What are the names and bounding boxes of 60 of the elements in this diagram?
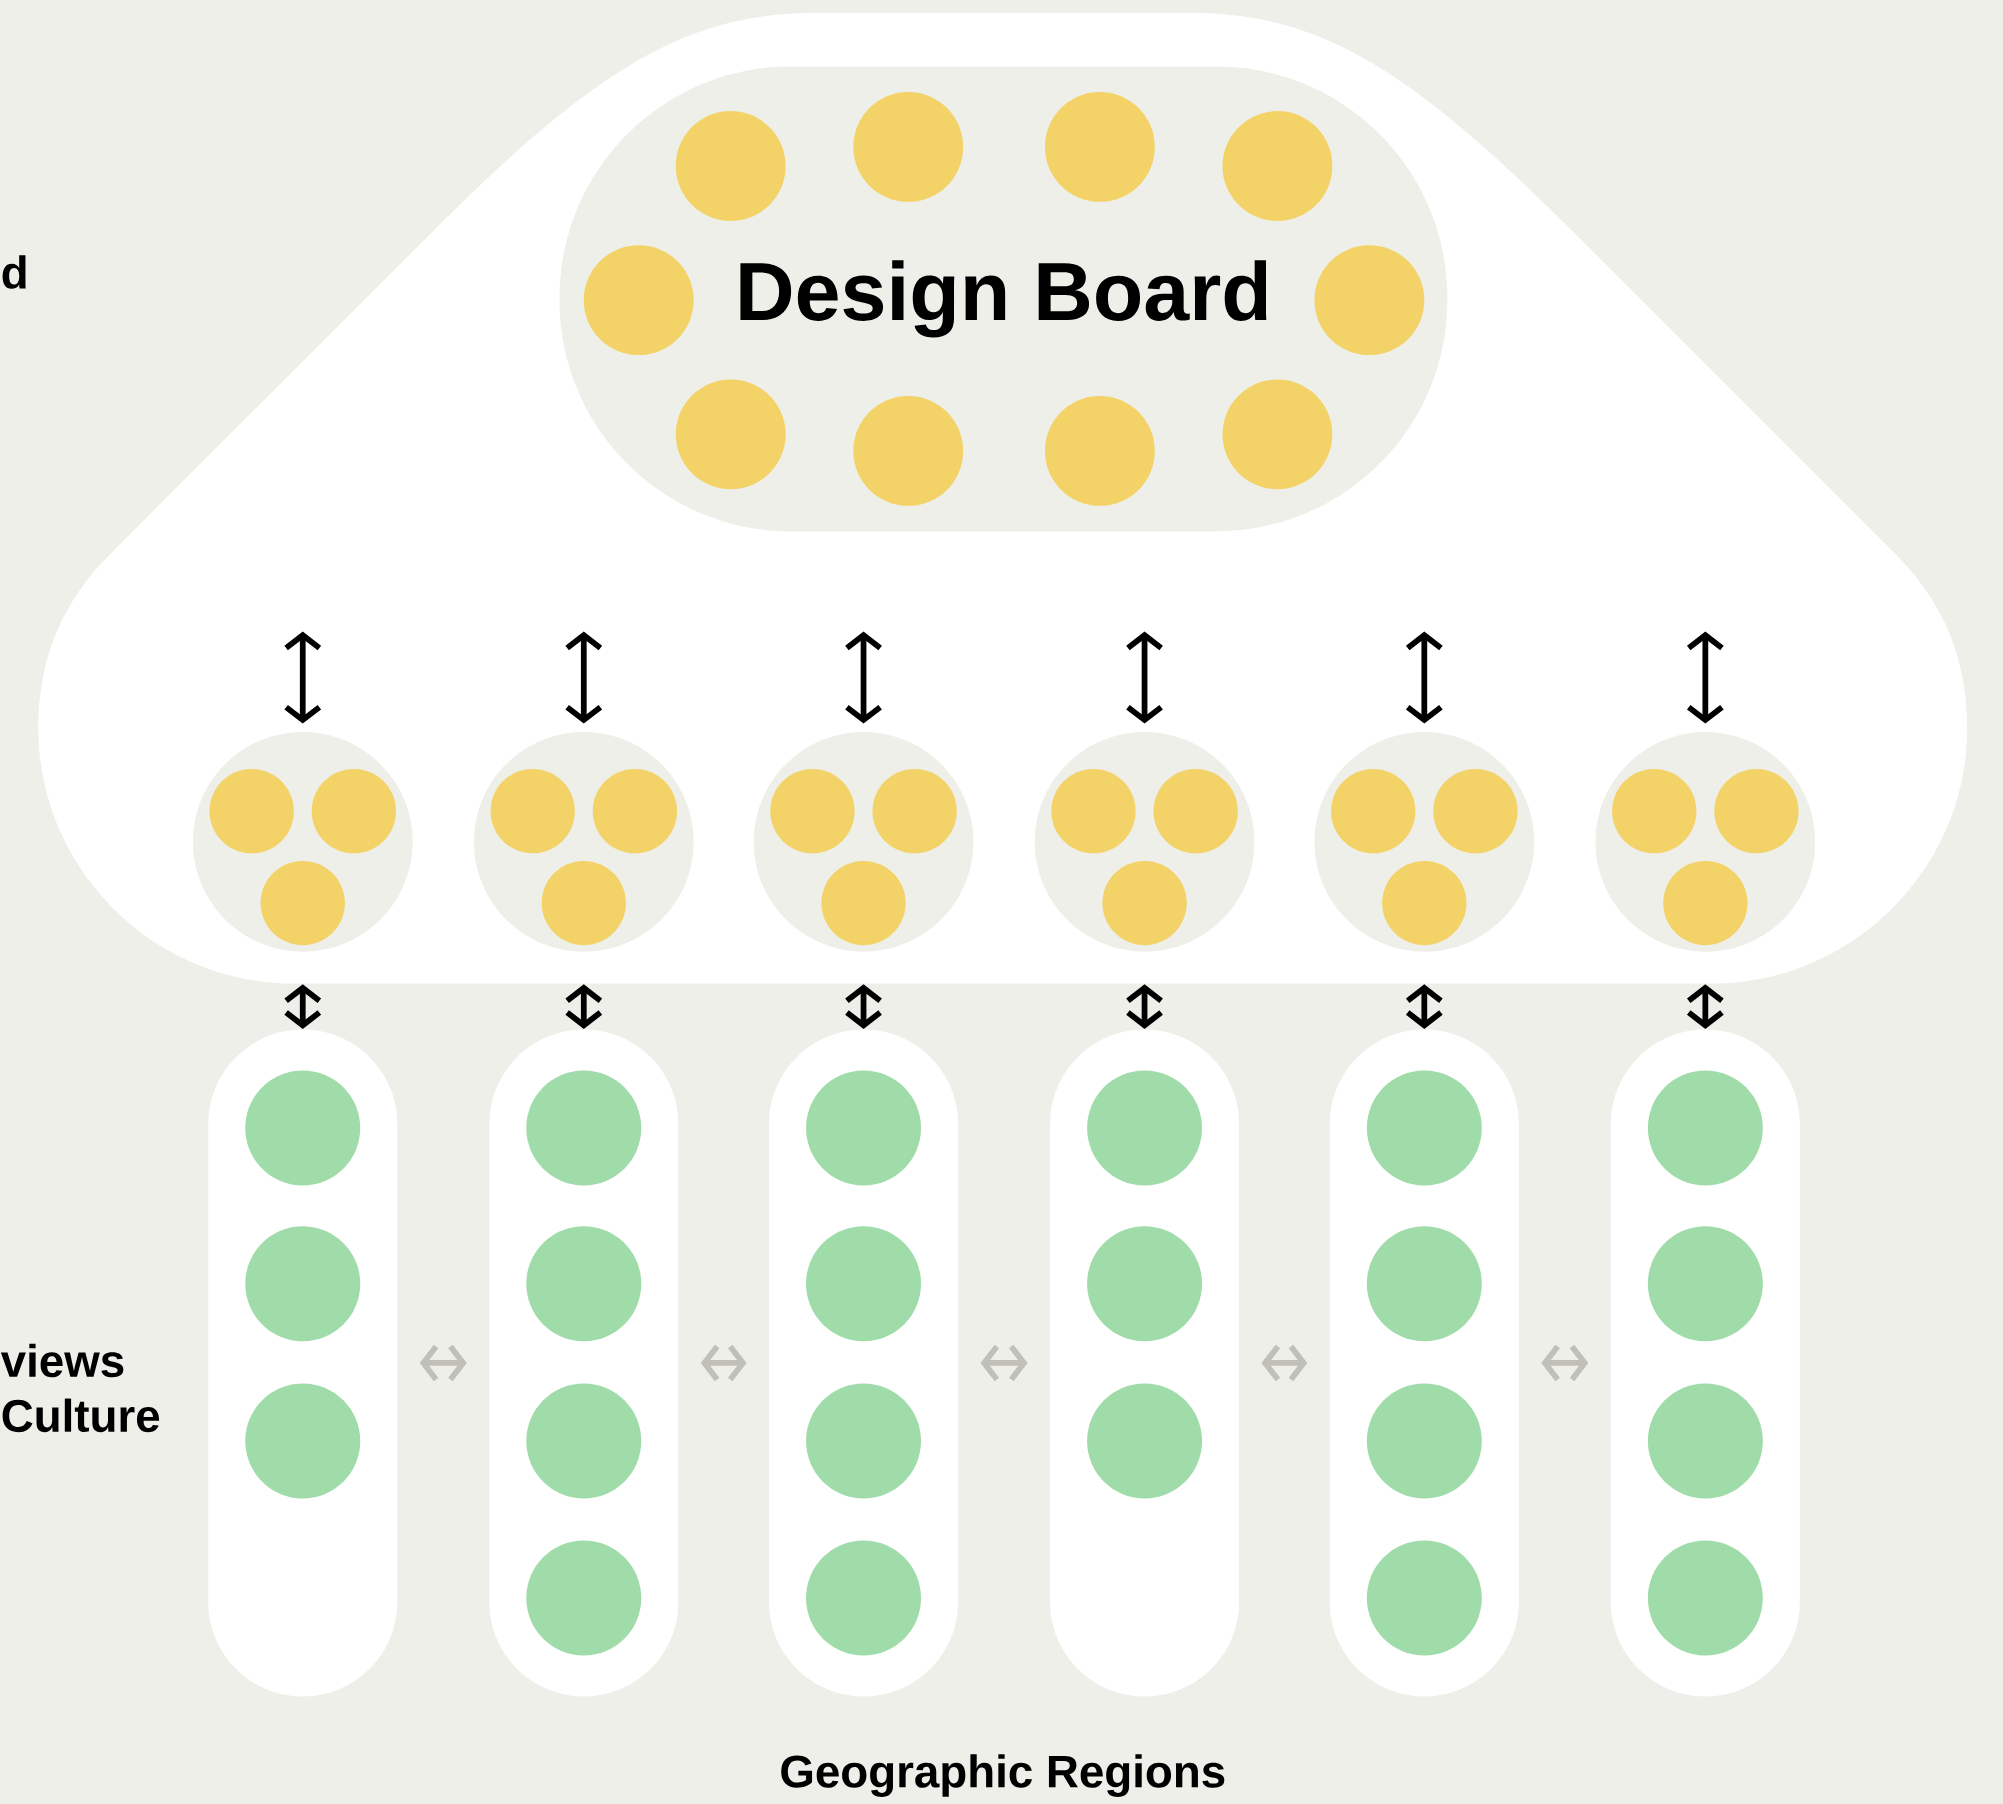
member-dot bbox=[1612, 769, 1697, 854]
member-dot bbox=[1433, 769, 1518, 854]
member-dot bbox=[1222, 379, 1333, 490]
member-dot bbox=[1087, 1070, 1203, 1186]
member-dot bbox=[526, 1226, 642, 1342]
member-dot bbox=[675, 111, 786, 221]
member-dot bbox=[1051, 769, 1136, 854]
member-dot bbox=[541, 860, 626, 946]
side-label: views bbox=[0, 1343, 124, 1378]
member-dot bbox=[1366, 1070, 1482, 1186]
member-dot bbox=[245, 1383, 361, 1499]
member-dot bbox=[1647, 1226, 1763, 1342]
member-dot bbox=[872, 769, 957, 854]
double-arrow bbox=[565, 631, 603, 724]
member-dot bbox=[806, 1383, 921, 1499]
member-dot bbox=[853, 396, 964, 506]
member-dot bbox=[1647, 1383, 1763, 1499]
double-arrow bbox=[1126, 631, 1163, 724]
member-dot bbox=[1714, 769, 1799, 854]
member-dot bbox=[245, 1070, 361, 1186]
member-dot bbox=[1647, 1070, 1763, 1186]
member-dot bbox=[1087, 1383, 1203, 1499]
member-dot bbox=[592, 769, 678, 854]
member-dot bbox=[1102, 860, 1187, 946]
member-dot bbox=[245, 1226, 361, 1342]
side-label: d bbox=[2, 255, 26, 289]
member-dot bbox=[1366, 1226, 1482, 1342]
member-dot bbox=[1044, 91, 1155, 202]
member-dot bbox=[1044, 396, 1155, 506]
member-dot bbox=[806, 1540, 921, 1656]
member-dot bbox=[526, 1540, 642, 1656]
member-dot bbox=[806, 1226, 921, 1342]
member-dot bbox=[1314, 245, 1425, 356]
member-dot bbox=[1663, 860, 1748, 946]
member-dot bbox=[675, 379, 786, 490]
double-arrow bbox=[1405, 631, 1443, 724]
double-arrow bbox=[845, 631, 882, 724]
member-dot bbox=[770, 769, 855, 854]
member-dot bbox=[260, 860, 345, 946]
member-dot bbox=[490, 769, 575, 854]
member-dot bbox=[583, 245, 694, 356]
member-dot bbox=[1647, 1540, 1763, 1656]
member-dot bbox=[526, 1383, 642, 1499]
member-dot bbox=[1222, 111, 1333, 221]
member-dot bbox=[1382, 860, 1467, 946]
member-dot bbox=[1366, 1540, 1482, 1656]
member-dot bbox=[526, 1070, 642, 1186]
member-dot bbox=[209, 769, 294, 854]
double-arrow bbox=[1687, 631, 1724, 724]
region-caption: Geographic Regions bbox=[781, 1754, 1225, 1797]
member-dot bbox=[821, 860, 906, 946]
member-dot bbox=[853, 91, 964, 202]
double-arrow bbox=[284, 631, 322, 724]
member-dot bbox=[311, 769, 396, 854]
member-dot bbox=[1153, 769, 1238, 854]
member-dot bbox=[1331, 769, 1416, 854]
member-dot bbox=[1087, 1226, 1203, 1342]
member-dot bbox=[1366, 1383, 1482, 1499]
side-label: Culture bbox=[2, 1398, 160, 1433]
member-dot bbox=[806, 1070, 921, 1186]
